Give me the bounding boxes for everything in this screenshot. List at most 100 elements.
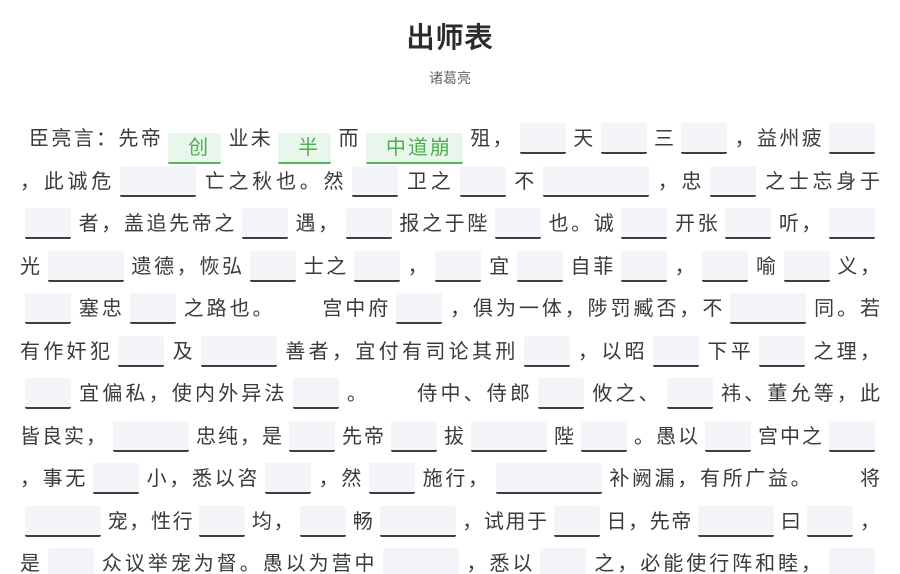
text-run: 侍中、侍郎: [414, 383, 534, 405]
filled-blank[interactable]: 中道崩: [365, 133, 463, 164]
empty-blank[interactable]: [435, 250, 482, 282]
text-run: ，俱为一体，陟罚臧否，不: [447, 298, 726, 320]
empty-blank[interactable]: [265, 463, 311, 494]
empty-blank[interactable]: [369, 463, 415, 494]
empty-blank[interactable]: [352, 165, 399, 197]
author-name: 诸葛亮: [429, 70, 471, 86]
empty-blank[interactable]: [702, 250, 749, 282]
text-run: 光: [20, 255, 43, 278]
empty-blank[interactable]: [621, 208, 668, 239]
empty-blank[interactable]: [25, 208, 71, 239]
article-body: 臣亮言：先帝创业未半而中道崩殂，天三，益州疲，此诚危亡之秋也。然卫之不，忠之士忘…: [0, 118, 900, 574]
text-run: ，: [858, 510, 881, 533]
empty-blank[interactable]: [300, 505, 347, 537]
empty-blank[interactable]: [25, 505, 101, 537]
empty-blank[interactable]: [494, 208, 541, 239]
empty-blank[interactable]: [118, 335, 165, 367]
text-line: 皆良实，忠纯，是先帝拔陛。愚以宫中之: [20, 416, 880, 459]
text-run: 之路也。: [180, 298, 276, 320]
empty-blank[interactable]: [705, 420, 751, 452]
empty-blank[interactable]: [543, 165, 649, 197]
empty-blank[interactable]: [681, 123, 728, 154]
empty-blank[interactable]: [581, 420, 627, 452]
text-run: 均，: [250, 510, 296, 533]
empty-blank[interactable]: [120, 165, 196, 197]
empty-blank[interactable]: [523, 335, 570, 367]
text-run: 攸之、: [589, 383, 662, 405]
text-run: 宠，性行: [106, 510, 195, 533]
empty-blank[interactable]: [620, 250, 667, 282]
empty-blank[interactable]: [241, 208, 288, 239]
empty-blank[interactable]: [540, 548, 587, 574]
empty-blank[interactable]: [345, 208, 392, 239]
empty-blank[interactable]: [201, 335, 278, 367]
text-run: 畅: [351, 510, 375, 533]
empty-blank[interactable]: [698, 505, 775, 537]
empty-blank[interactable]: [382, 548, 459, 574]
empty-blank[interactable]: [829, 548, 876, 574]
text-run: 众议举宠为督。愚以为营中: [98, 553, 378, 574]
empty-blank[interactable]: [391, 420, 437, 452]
empty-blank[interactable]: [519, 123, 566, 154]
empty-blank[interactable]: [759, 335, 806, 367]
empty-blank[interactable]: [471, 420, 547, 452]
text-run: 遗德，恢弘: [128, 255, 245, 278]
text-run: 殂，: [467, 128, 515, 150]
empty-blank[interactable]: [289, 420, 335, 452]
text-run: 是: [20, 553, 43, 574]
text-run: ，试用于: [460, 510, 549, 533]
empty-blank[interactable]: [600, 123, 647, 154]
text-line: 有作奸犯及善者，宜付有司论其刑，以昭下平之理，: [20, 331, 880, 374]
text-run: 陛: [552, 425, 576, 448]
text-line: 臣亮言：先帝创业未半而中道崩殂，天三，益州疲: [20, 118, 880, 164]
empty-blank[interactable]: [47, 548, 94, 574]
page-title: 出师表: [406, 22, 494, 53]
empty-blank[interactable]: [666, 378, 713, 409]
text-run: ，忠: [654, 170, 706, 193]
empty-blank[interactable]: [25, 378, 71, 409]
text-run: 之理，: [810, 340, 881, 363]
empty-blank[interactable]: [353, 250, 400, 282]
text-run: 小，悉以咨: [144, 468, 260, 490]
empty-blank[interactable]: [783, 250, 830, 282]
text-run: 及: [169, 340, 197, 363]
text-run: 补阙漏，有所广益。: [606, 468, 814, 490]
empty-blank[interactable]: [829, 208, 876, 239]
text-run: ，然: [316, 468, 364, 490]
filled-blank[interactable]: 半: [278, 133, 332, 164]
text-line: ，此诚危亡之秋也。然卫之不，忠之士忘身于: [20, 161, 880, 204]
text-run: 先帝: [340, 425, 386, 448]
empty-blank[interactable]: [553, 505, 600, 537]
empty-blank[interactable]: [25, 293, 71, 324]
empty-blank[interactable]: [538, 378, 585, 409]
empty-blank[interactable]: [292, 378, 339, 409]
empty-blank[interactable]: [829, 420, 875, 452]
empty-blank[interactable]: [113, 420, 189, 452]
text-run: 下平: [704, 340, 755, 363]
empty-blank[interactable]: [47, 250, 124, 282]
empty-blank[interactable]: [807, 505, 854, 537]
text-run: 日，先帝: [604, 510, 694, 533]
empty-blank[interactable]: [495, 463, 602, 494]
text-run: 皆良实，: [20, 425, 108, 448]
text-run: 将: [857, 468, 881, 490]
empty-blank[interactable]: [653, 335, 700, 367]
empty-blank[interactable]: [199, 505, 246, 537]
empty-blank[interactable]: [725, 208, 772, 239]
empty-blank[interactable]: [93, 463, 139, 494]
empty-blank[interactable]: [829, 123, 876, 154]
empty-blank[interactable]: [249, 250, 296, 282]
empty-blank[interactable]: [730, 293, 807, 324]
filled-blank[interactable]: 创: [168, 133, 222, 164]
text-run: 者，盖追先帝之: [76, 213, 237, 235]
text-run: ，: [404, 255, 431, 278]
text-run: 天: [570, 128, 596, 150]
empty-blank[interactable]: [710, 165, 757, 197]
empty-blank[interactable]: [396, 293, 443, 324]
empty-blank[interactable]: [516, 250, 563, 282]
text-line: 塞忠之路也。宫中府，俱为一体，陟罚臧否，不同。若: [20, 288, 880, 331]
empty-blank[interactable]: [129, 293, 176, 324]
empty-blank[interactable]: [459, 165, 506, 197]
empty-blank[interactable]: [379, 505, 456, 537]
